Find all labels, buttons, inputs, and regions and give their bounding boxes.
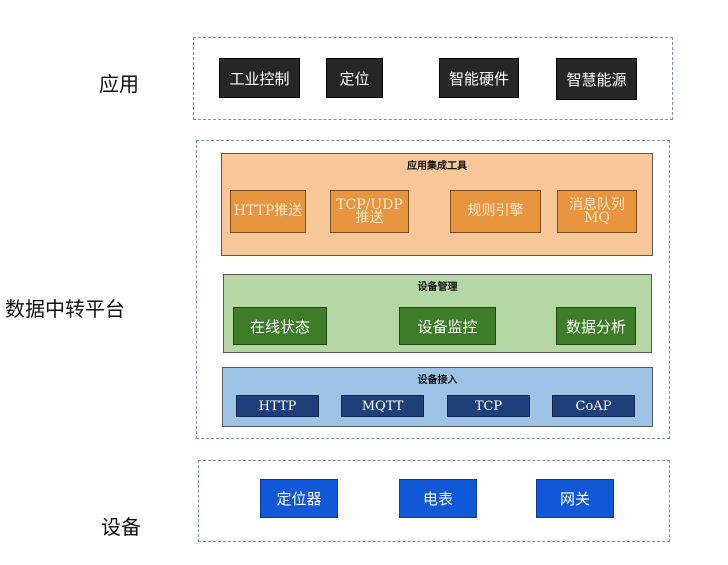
mgmt-online-status: 在线状态	[233, 307, 327, 345]
device-management-title: 设备管理	[417, 282, 458, 293]
platform-layer-frame: 应用集成工具 HTTP推送 TCP/UDP 推送 规则引擎 消息队列 MQ 设备…	[196, 140, 670, 439]
device-layer-frame: 定位器 电表 网关	[198, 460, 670, 542]
layer-label-device: 设备	[101, 515, 141, 539]
tool-rule-engine: 规则引擎	[450, 190, 541, 233]
device-gateway: 网关	[536, 479, 614, 518]
integration-tools-title: 应用集成工具	[407, 161, 467, 172]
tool-rule-engine-label: 规则引擎	[467, 203, 524, 219]
application-layer-frame: 工业控制 定位 智能硬件 智慧能源	[193, 37, 673, 120]
tool-message-queue: 消息队列 MQ	[557, 190, 637, 233]
protocol-tcp: TCP	[447, 395, 530, 417]
mgmt-device-monitoring: 设备监控	[399, 307, 496, 345]
device-management-panel: 设备管理 在线状态 设备监控 数据分析	[223, 274, 652, 353]
tool-tcp-udp-push: TCP/UDP 推送	[330, 190, 409, 233]
tool-message-queue-line2: MQ	[584, 209, 610, 226]
layer-label-platform: 数据中转平台	[5, 297, 125, 321]
device-access-title: 设备接入	[417, 375, 458, 386]
tool-tcp-udp-push-line1: TCP/UDP	[336, 196, 403, 213]
app-positioning: 定位	[326, 58, 383, 98]
mgmt-data-analysis: 数据分析	[556, 307, 636, 345]
protocol-mqtt: MQTT	[341, 395, 424, 417]
tool-http-push-label: HTTP推送	[233, 203, 303, 219]
device-electric-meter: 电表	[399, 479, 477, 518]
device-access-panel: 设备接入 HTTP MQTT TCP CoAP	[222, 367, 653, 427]
app-smart-hardware: 智能硬件	[439, 58, 519, 98]
layer-label-application: 应用	[99, 72, 139, 96]
tool-message-queue-line1: 消息队列	[569, 196, 625, 213]
tool-http-push: HTTP推送	[230, 190, 306, 233]
protocol-http: HTTP	[236, 395, 319, 417]
device-locator: 定位器	[260, 479, 338, 518]
integration-tools-panel: 应用集成工具 HTTP推送 TCP/UDP 推送 规则引擎 消息队列 MQ	[221, 153, 653, 256]
protocol-coap: CoAP	[552, 395, 635, 417]
app-smart-energy: 智慧能源	[556, 58, 637, 100]
app-industrial-control: 工业控制	[219, 58, 300, 98]
tool-tcp-udp-push-line2: 推送	[355, 209, 384, 226]
